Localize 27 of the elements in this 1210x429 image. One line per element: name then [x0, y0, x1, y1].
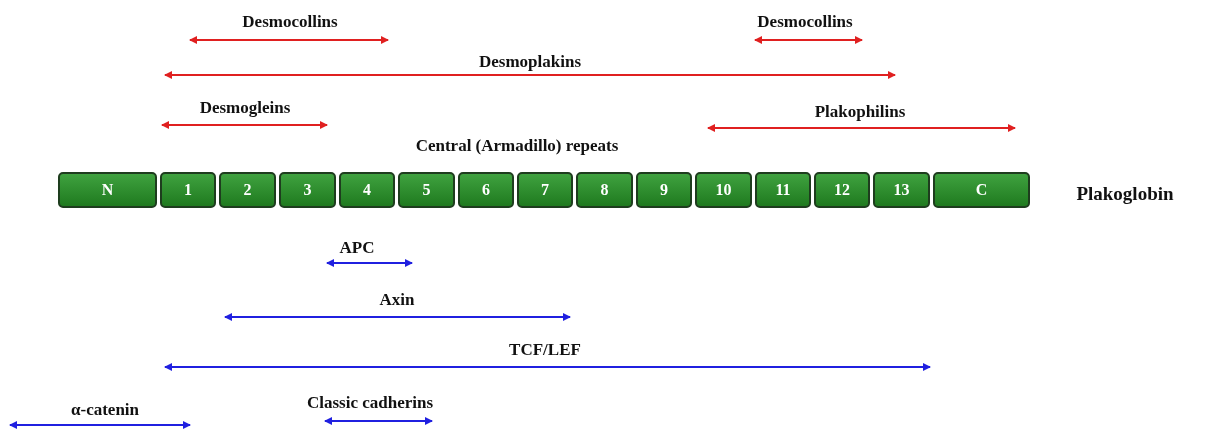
- domain-box: 8: [576, 172, 633, 208]
- domain-box: 7: [517, 172, 573, 208]
- domain-box: 4: [339, 172, 395, 208]
- domain-box: 5: [398, 172, 455, 208]
- domain-box: 12: [814, 172, 870, 208]
- domain-box: 13: [873, 172, 930, 208]
- domain-box: 3: [279, 172, 336, 208]
- binding-partner-label: Plakophilins: [814, 102, 906, 122]
- binding-partner-label: Desmogleins: [199, 98, 291, 118]
- domain-box: 2: [219, 172, 276, 208]
- binding-partner-label: Classic cadherins: [306, 393, 434, 413]
- binding-partner-label: Desmocollins: [242, 12, 338, 32]
- binding-partner-label: Axin: [379, 290, 415, 310]
- domain-box: C: [933, 172, 1030, 208]
- domain-box: 11: [755, 172, 811, 208]
- domain-box: N: [58, 172, 157, 208]
- binding-partner-label: TCF/LEF: [509, 340, 581, 360]
- domain-box: 10: [695, 172, 752, 208]
- domain-box: 9: [636, 172, 692, 208]
- region-label: Central (Armadillo) repeats: [415, 136, 619, 156]
- binding-partner-label: α-catenin: [71, 400, 139, 420]
- binding-partner-label: Desmocollins: [757, 12, 853, 32]
- domain-box: 1: [160, 172, 216, 208]
- binding-partner-label: APC: [339, 238, 375, 258]
- binding-partner-label: Desmoplakins: [479, 52, 581, 72]
- protein-name: Plakoglobin: [1076, 183, 1174, 205]
- domain-box: 6: [458, 172, 514, 208]
